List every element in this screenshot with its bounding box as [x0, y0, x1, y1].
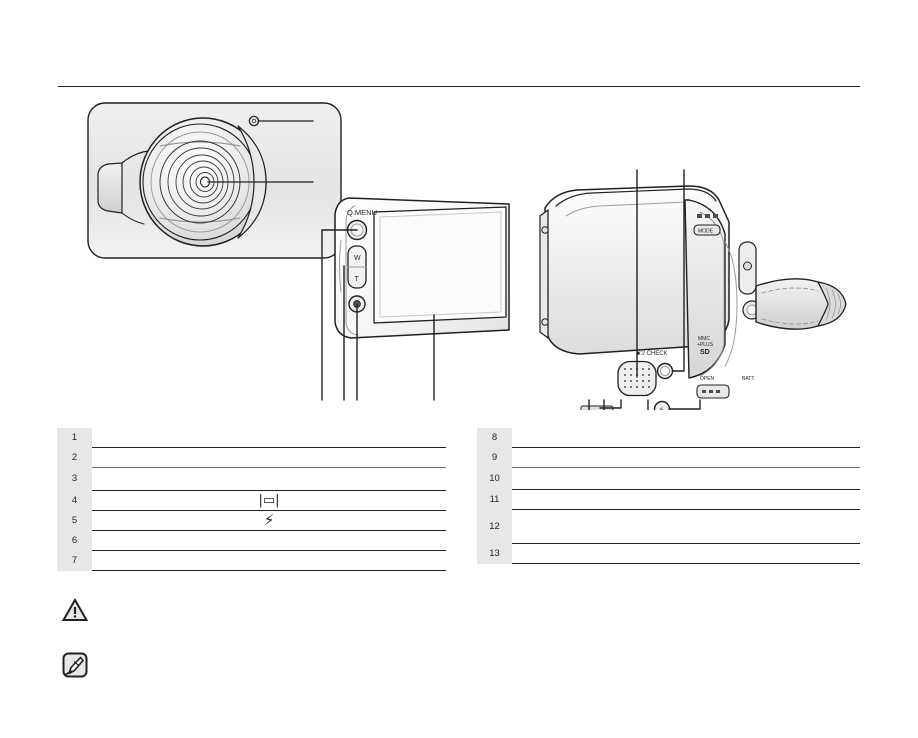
table-row: 7 [57, 550, 446, 571]
part-label [512, 489, 860, 510]
warning-note [61, 597, 852, 627]
table-row: 10 [477, 467, 860, 490]
part-index: 6 [57, 530, 92, 551]
mode-switch-icons [697, 214, 718, 218]
leader-rear-top-group [636, 169, 685, 378]
part-label [512, 447, 860, 468]
camcorder-body: Q.MENU W T [334, 185, 847, 411]
svg-text:+PLUS: +PLUS [697, 342, 714, 348]
part-label: |▭| [92, 490, 446, 511]
part-index: 13 [477, 543, 512, 564]
tip-note [62, 652, 852, 683]
part-index: 12 [477, 509, 512, 544]
card-slot-label: MMC [698, 336, 710, 342]
leader-display-check [672, 169, 685, 372]
parts-table-left: 1 2 3 4 |▭| 5 ⚡ [57, 428, 446, 571]
table-row: 8 [477, 428, 860, 448]
part-label [92, 467, 446, 491]
part-label [512, 509, 860, 544]
svg-text:SD: SD [700, 349, 710, 356]
part-index: 11 [477, 489, 512, 510]
callout-leaders [207, 120, 314, 183]
warning-triangle-icon [61, 597, 89, 627]
note-pencil-icon [62, 652, 88, 683]
part-label [92, 447, 446, 468]
mode-switch-label: MODE [698, 229, 714, 235]
part-label [92, 530, 446, 551]
table-row: 4 |▭| [57, 490, 446, 511]
table-row: 1 [57, 428, 446, 448]
speaker-grille [617, 360, 657, 397]
part-label [512, 543, 860, 564]
hand-strap [755, 278, 847, 330]
table-row: 12 [477, 509, 860, 544]
part-index: 9 [477, 447, 512, 468]
battery-release-label: BATT. [742, 376, 755, 382]
part-label [92, 550, 446, 571]
table-row: 5 ⚡ [57, 510, 446, 531]
lens-front-detail-panel [87, 102, 342, 259]
part-label [92, 428, 446, 448]
table-row: 9 [477, 447, 860, 468]
leader-lcd-group [321, 229, 435, 401]
lcd-panel: Q.MENU W T [334, 197, 510, 339]
lens-barrel-right: MODE MMC +PLUS SD OPEN [684, 199, 762, 399]
table-row: 13 [477, 543, 860, 564]
part-index: 1 [57, 428, 92, 448]
leader-rear-bottom-group [588, 399, 701, 410]
part-index: 10 [477, 467, 512, 490]
part-index: 8 [477, 428, 512, 448]
part-label [512, 428, 860, 448]
part-index: 3 [57, 467, 92, 491]
part-index: 2 [57, 447, 92, 468]
q-menu-label: Q.MENU [347, 208, 377, 217]
table-row: 2 [57, 447, 446, 468]
table-row: 6 [57, 530, 446, 551]
camcorder-parts-diagram: Q.MENU W T [0, 90, 918, 410]
part-label: ⚡ [92, 510, 446, 531]
table-row: 3 [57, 467, 446, 491]
zoom-wide-label: W [354, 255, 361, 262]
flash-icon: ⚡ [263, 511, 275, 529]
part-index: 4 [57, 490, 92, 511]
open-label: OPEN [700, 376, 715, 382]
leader-flash-button [668, 399, 701, 410]
display-icon: |▭| [258, 493, 280, 508]
part-index: 7 [57, 550, 92, 571]
leader-q-menu [321, 229, 358, 401]
leader-jack-cover [599, 399, 622, 409]
zoom-tele-label: T [355, 276, 360, 283]
leader-lines [321, 169, 701, 410]
flash-button-icon: ⚡ [659, 406, 665, 411]
check-button-label: ■□/ CHECK [636, 351, 668, 357]
part-index: 5 [57, 510, 92, 531]
header-rule [58, 86, 860, 87]
part-label [512, 467, 860, 490]
table-row: 11 [477, 489, 860, 510]
parts-table-right: 8 9 10 11 12 13 [477, 428, 860, 564]
